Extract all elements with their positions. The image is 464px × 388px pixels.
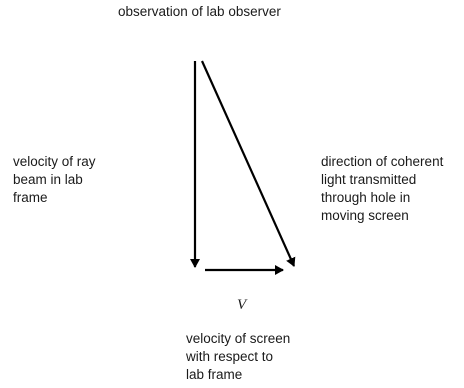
transmitted-light-arrow bbox=[200, 60, 296, 267]
screen-velocity-label: velocity of screen with respect to lab f… bbox=[186, 331, 291, 382]
ray-velocity-label: velocity of ray beam in lab frame bbox=[13, 154, 96, 205]
transmitted-light-label: direction of coherent light transmitted … bbox=[321, 154, 444, 223]
diagram-title: observation of lab observer bbox=[118, 4, 281, 19]
velocity-symbol: V bbox=[237, 297, 247, 313]
